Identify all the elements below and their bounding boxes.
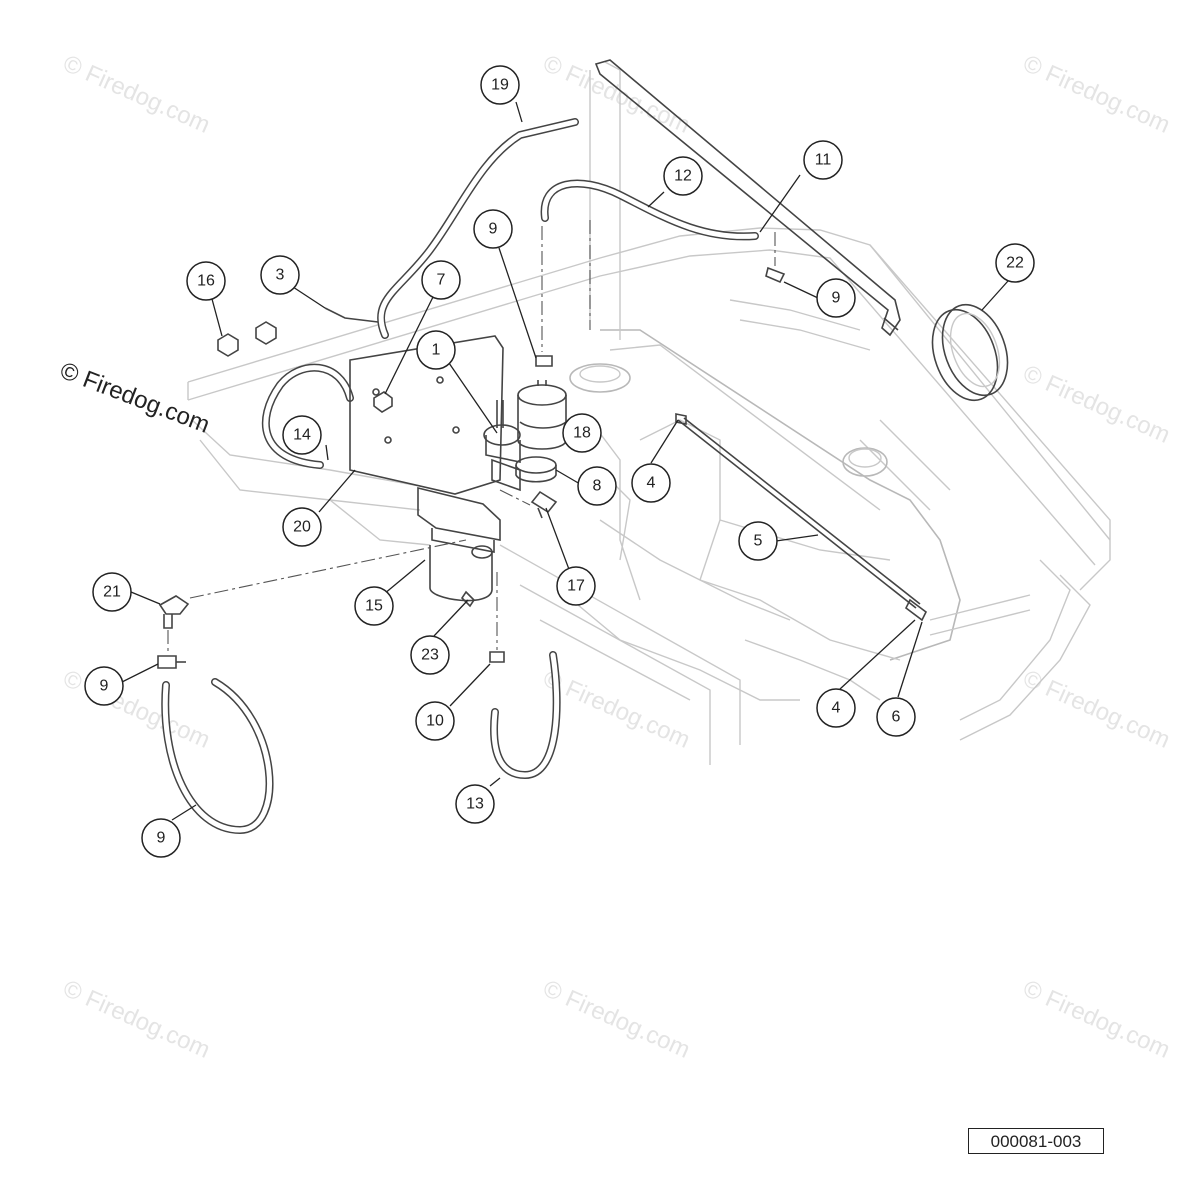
callout-9-bottom: 10 xyxy=(415,701,455,741)
vehicle-body xyxy=(187,61,1111,765)
callout-label: 5 xyxy=(754,533,763,550)
callout-label: 18 xyxy=(573,425,591,442)
callout-label: 15 xyxy=(365,598,383,615)
callout-21: 17 xyxy=(556,566,596,606)
callout-label: 12 xyxy=(674,168,692,185)
figure-id-label: 000081-003 xyxy=(968,1128,1104,1154)
callout-12: 13 xyxy=(455,784,495,824)
callout-4-upper: 4 xyxy=(631,463,671,503)
callout-label: 10 xyxy=(426,713,444,730)
callout-label: 1 xyxy=(432,342,441,359)
fuel-system-parts xyxy=(157,59,928,834)
callout-label: 20 xyxy=(293,519,311,536)
callout-label: 11 xyxy=(815,152,832,169)
callout-19: 22 xyxy=(995,243,1035,283)
callout-1: 1 xyxy=(416,330,456,370)
callout-15: 19 xyxy=(480,65,520,105)
callout-11: 12 xyxy=(663,156,703,196)
callout-8: 8 xyxy=(577,466,617,506)
callout-label: 19 xyxy=(491,77,509,94)
callout-10: 11 xyxy=(803,140,843,180)
callout-label: 23 xyxy=(421,647,439,664)
callout-label: 6 xyxy=(892,709,901,726)
callout-label: 9 xyxy=(832,290,841,307)
callout-6: 6 xyxy=(876,697,916,737)
callout-22: 20 xyxy=(282,507,322,547)
callout-label: 7 xyxy=(437,272,446,289)
callout-9-top: 9 xyxy=(473,209,513,249)
callout-18: 21 xyxy=(92,572,132,612)
callout-3: 3 xyxy=(260,255,300,295)
callout-20: 16 xyxy=(186,261,226,301)
callout-14: 9 xyxy=(141,818,181,858)
callout-label: 8 xyxy=(593,478,602,495)
callout-4-lower: 4 xyxy=(816,688,856,728)
alignment-lines xyxy=(167,220,776,652)
callout-label: 4 xyxy=(647,475,656,492)
callout-leaders xyxy=(121,101,1009,821)
callout-label: 9 xyxy=(100,678,109,695)
callout-17: 18 xyxy=(562,413,602,453)
callout-label: 22 xyxy=(1006,255,1024,272)
callout-7: 7 xyxy=(421,260,461,300)
callout-label: 9 xyxy=(489,221,498,238)
callout-label: 3 xyxy=(276,267,285,284)
callout-9-left: 9 xyxy=(84,666,124,706)
callout-label: 16 xyxy=(197,273,215,290)
callout-label: 21 xyxy=(103,584,121,601)
callout-9-right: 9 xyxy=(816,278,856,318)
callout-label: 9 xyxy=(157,830,166,847)
callout-label: 14 xyxy=(293,427,311,444)
callout-5: 5 xyxy=(738,521,778,561)
callout-16: 15 xyxy=(354,586,394,626)
callout-label: 13 xyxy=(466,796,484,813)
callout-13: 14 xyxy=(282,415,322,455)
callout-23: 23 xyxy=(410,635,450,675)
callouts: 19 11 12 9 9 22 16 3 7 1 14 18 8 4 20 5 … xyxy=(84,65,1035,858)
callout-label: 4 xyxy=(832,700,841,717)
callout-label: 17 xyxy=(567,578,585,595)
